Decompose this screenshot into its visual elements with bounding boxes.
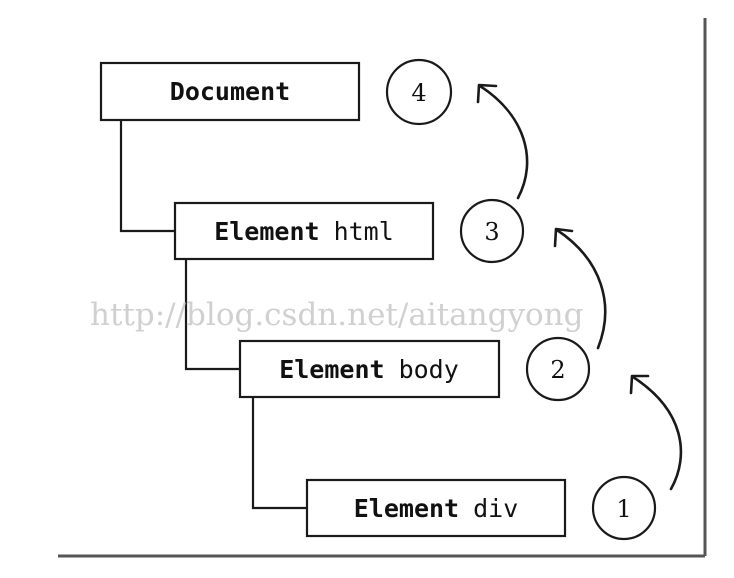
node-html-box: [173, 201, 435, 261]
step-circle-2: 2: [525, 336, 591, 402]
node-div-box: [305, 478, 567, 538]
watermark-text: http://blog.csdn.net/aitangyong: [90, 297, 583, 333]
step-circle-4: 4: [385, 58, 453, 126]
connector-document-html: [119, 121, 176, 233]
node-document-box: [99, 61, 361, 122]
step-number-4: 4: [411, 79, 426, 107]
arrow-3-to-4: [476, 83, 529, 200]
step-circle-1: 1: [591, 475, 657, 541]
node-body-type: Element: [279, 355, 384, 384]
node-html-label: Element html: [214, 217, 394, 246]
step-number-1: 1: [616, 495, 631, 523]
node-div-tag: div: [473, 494, 518, 523]
step-circle-2-ring: [525, 336, 591, 402]
node-document: Document: [99, 61, 361, 122]
node-document-label: Document: [170, 77, 290, 106]
step-circle-3: 3: [459, 198, 525, 264]
step-circle-3-ring: [459, 198, 525, 264]
connector-body-div: [251, 397, 308, 510]
arrow-2-to-3: [553, 227, 607, 350]
node-body: Element body: [238, 339, 501, 399]
arrow-1-to-2-curve: [631, 375, 683, 491]
arrow-1-to-2: [629, 374, 683, 491]
connector-html-body: [184, 259, 241, 371]
arrow-2-to-3-head: [553, 227, 574, 248]
step-circle-1-ring: [591, 475, 657, 541]
arrow-1-to-2-head: [629, 374, 650, 395]
node-html-type: Element: [214, 217, 319, 246]
node-html-tag: html: [334, 217, 394, 246]
step-number-3: 3: [484, 218, 499, 246]
step-circle-4-ring: [385, 58, 453, 126]
arrow-2-to-3-curve: [555, 228, 607, 350]
step-number-2: 2: [550, 356, 565, 384]
arrow-3-to-4-curve: [478, 84, 529, 200]
node-html: Element html: [173, 201, 435, 261]
node-body-box: [238, 339, 501, 399]
node-div: Element div: [305, 478, 567, 538]
node-div-label: Element div: [354, 494, 519, 523]
node-div-type: Element: [354, 494, 459, 523]
node-body-tag: body: [399, 355, 459, 384]
arrow-3-to-4-head: [476, 83, 498, 104]
node-body-label: Element body: [279, 355, 459, 384]
